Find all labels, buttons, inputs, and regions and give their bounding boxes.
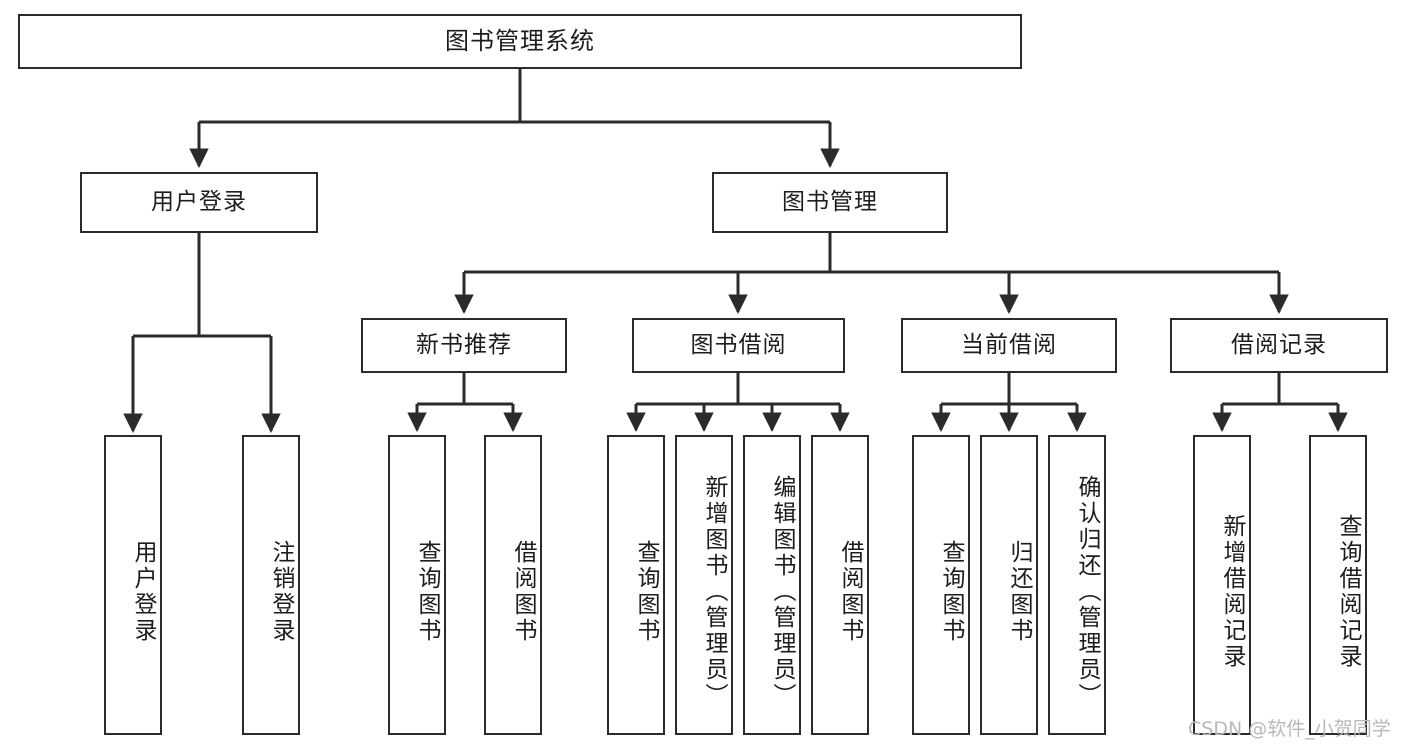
leaf-borrow-4[interactable]: 借阅图书 bbox=[811, 435, 869, 735]
leaf-current-2[interactable]: 归还图书 bbox=[980, 435, 1038, 735]
node-current[interactable]: 当前借阅 bbox=[901, 318, 1117, 373]
node-borrow[interactable]: 图书借阅 bbox=[632, 318, 845, 373]
leaf-label: 用户登录 bbox=[130, 540, 156, 644]
leaf-label: 借阅图书 bbox=[837, 540, 863, 644]
leaf-current-1[interactable]: 查询图书 bbox=[912, 435, 970, 735]
leaf-label: 新增借阅记录 bbox=[1219, 514, 1245, 670]
leaf-current-3[interactable]: 确认归还（管理员） bbox=[1048, 435, 1106, 735]
leaf-label: 新增图书（管理员） bbox=[701, 475, 727, 709]
leaf-label: 确认归还（管理员） bbox=[1074, 475, 1100, 709]
leaf-borrow-1[interactable]: 查询图书 bbox=[607, 435, 665, 735]
node-new-book[interactable]: 新书推荐 bbox=[361, 318, 567, 373]
leaf-new-book-2[interactable]: 借阅图书 bbox=[484, 435, 542, 735]
node-user-login[interactable]: 用户登录 bbox=[80, 172, 318, 233]
leaf-user-login-2[interactable]: 注销登录 bbox=[242, 435, 300, 735]
leaf-user-login-1[interactable]: 用户登录 bbox=[104, 435, 162, 735]
leaf-label: 查询借阅记录 bbox=[1335, 514, 1361, 670]
node-book-manage-label: 图书管理 bbox=[782, 188, 878, 215]
leaf-records-1[interactable]: 新增借阅记录 bbox=[1193, 435, 1251, 735]
leaf-borrow-2[interactable]: 新增图书（管理员） bbox=[675, 435, 733, 735]
node-current-label: 当前借阅 bbox=[961, 331, 1057, 358]
leaf-label: 查询图书 bbox=[633, 540, 659, 644]
leaf-borrow-3[interactable]: 编辑图书（管理员） bbox=[743, 435, 801, 735]
leaf-label: 归还图书 bbox=[1006, 540, 1032, 644]
node-records[interactable]: 借阅记录 bbox=[1170, 318, 1388, 373]
node-records-label: 借阅记录 bbox=[1231, 331, 1327, 358]
leaf-new-book-1[interactable]: 查询图书 bbox=[388, 435, 446, 735]
node-new-book-label: 新书推荐 bbox=[416, 331, 512, 358]
leaf-label: 注销登录 bbox=[268, 540, 294, 644]
leaf-records-2[interactable]: 查询借阅记录 bbox=[1309, 435, 1367, 735]
watermark: CSDN @软件_小贺同学 bbox=[1188, 718, 1391, 740]
leaf-label: 借阅图书 bbox=[510, 540, 536, 644]
node-root[interactable]: 图书管理系统 bbox=[18, 14, 1022, 69]
leaf-label: 查询图书 bbox=[414, 540, 440, 644]
node-borrow-label: 图书借阅 bbox=[690, 331, 787, 358]
node-root-label: 图书管理系统 bbox=[445, 27, 595, 56]
node-user-login-label: 用户登录 bbox=[151, 188, 247, 215]
leaf-label: 查询图书 bbox=[938, 540, 964, 644]
node-book-manage[interactable]: 图书管理 bbox=[712, 172, 948, 233]
leaf-label: 编辑图书（管理员） bbox=[769, 475, 795, 709]
